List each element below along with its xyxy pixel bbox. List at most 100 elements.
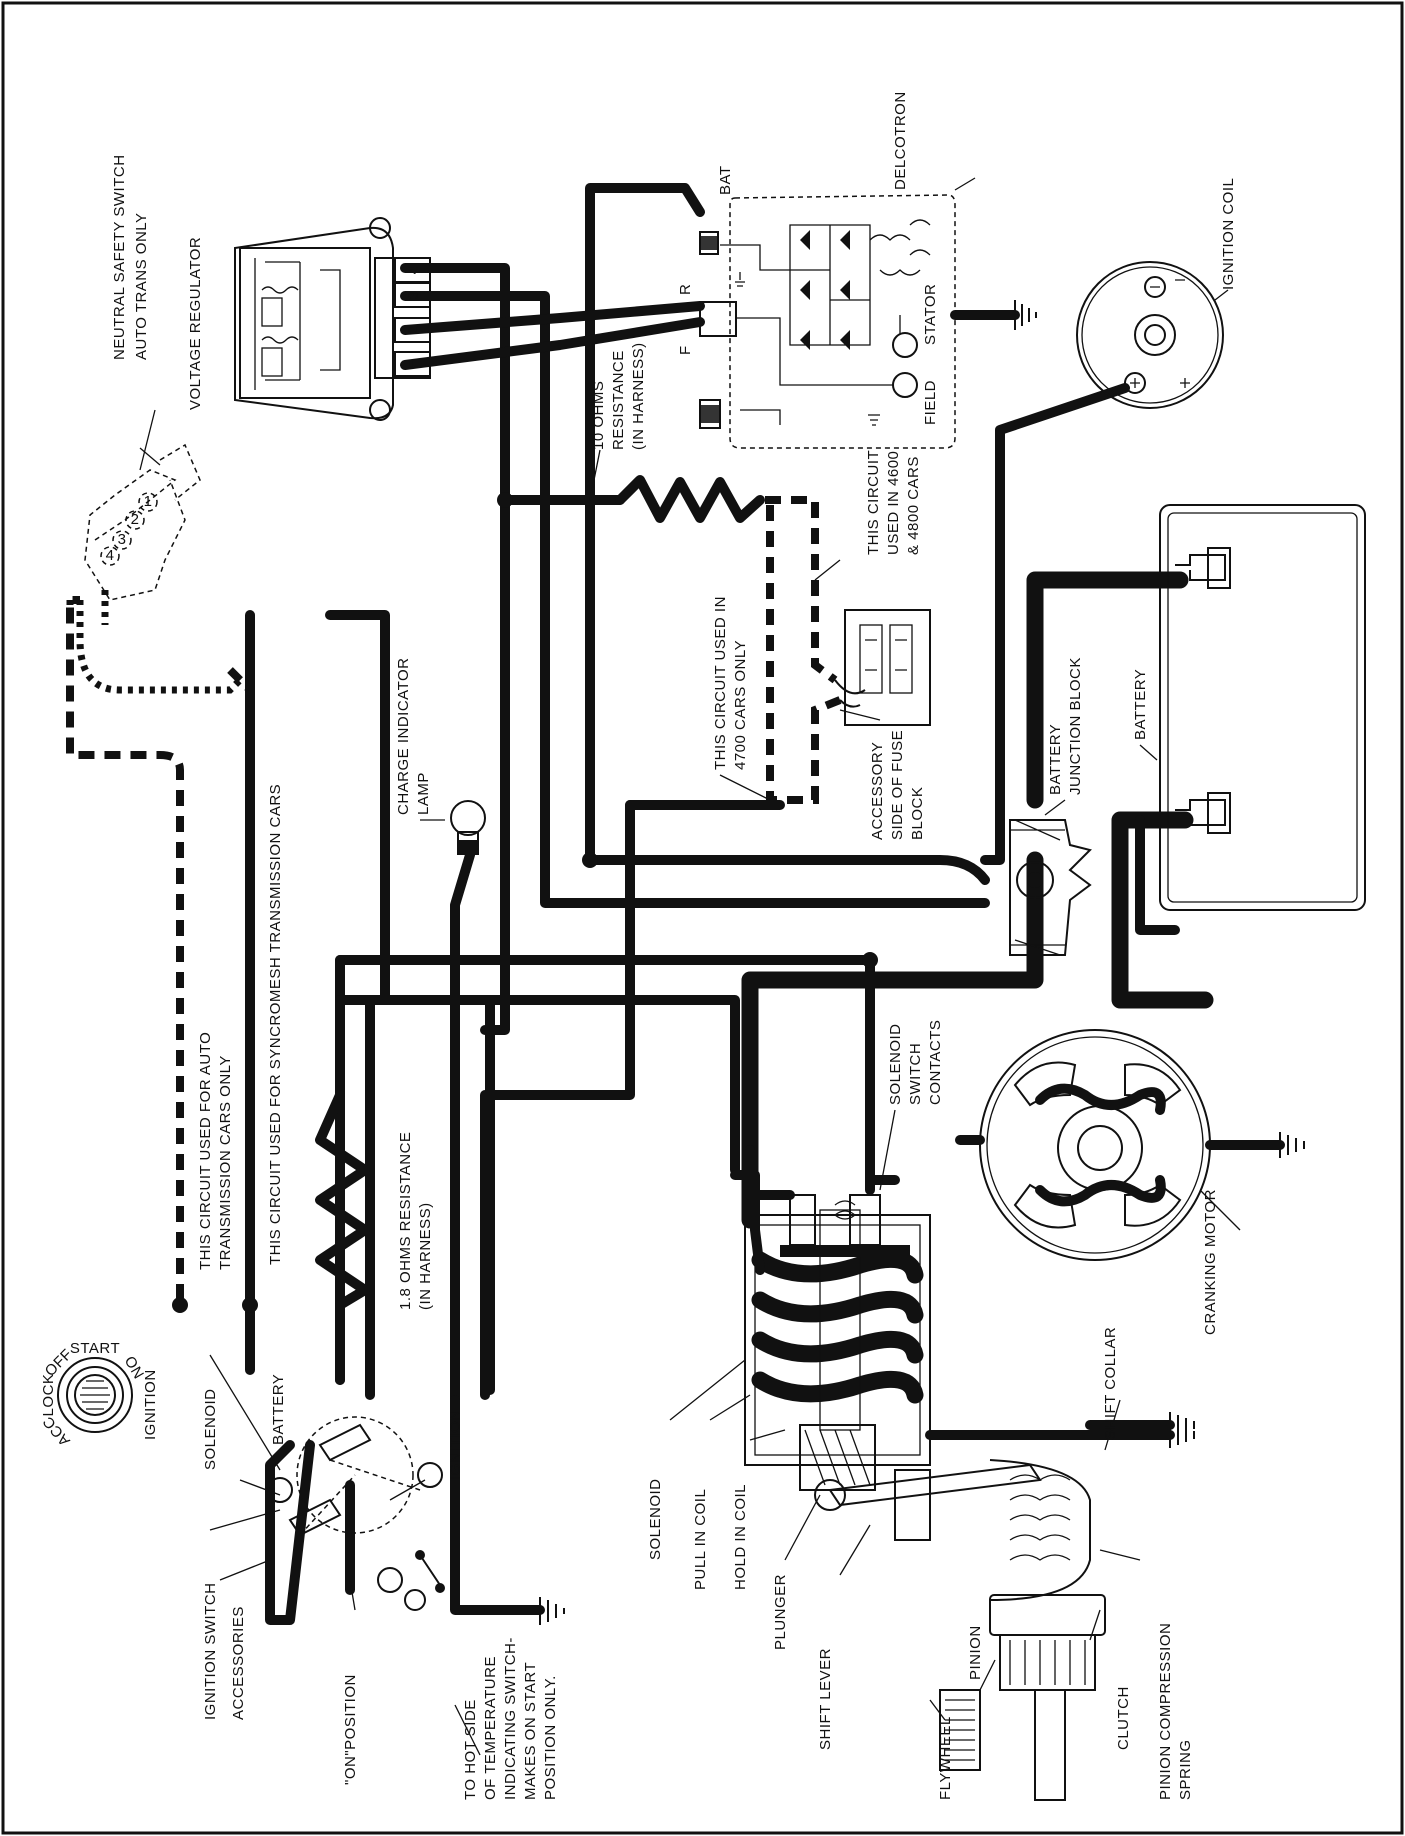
label-hold-in-coil: HOLD IN COIL: [732, 1484, 749, 1590]
battery-cable-to-solenoid: [741, 851, 1044, 1229]
label-solenoid: SOLENOID: [647, 1478, 664, 1560]
reg-terminal-f-label: F: [405, 359, 422, 369]
label-switch-ignition: IGNITION: [447, 1409, 464, 1480]
label-accessory-fuse-line2: SIDE OF FUSE: [889, 730, 906, 840]
ignition-coil: [1076, 261, 1229, 409]
label-neutral-safety-switch: NEUTRAL SAFETY SWITCH: [111, 154, 128, 360]
ignition-dial: START ON OFF LOCK ACC: [39, 1340, 147, 1449]
label-hot-side-line4: MAKES ON START: [522, 1662, 539, 1800]
label-circuit-4700-line1: THIS CIRCUIT USED IN: [712, 596, 729, 770]
label-res10-line1: 10 OHMS: [590, 381, 607, 450]
label-hot-side-line5: POSITION ONLY.: [542, 1675, 559, 1800]
label-syncro-circuit: THIS CIRCUIT USED FOR SYNCROMESH TRANSMI…: [267, 784, 284, 1265]
reg-terminal-f-wire: [400, 317, 705, 370]
label-solenoid-switch-line3: CONTACTS: [927, 1020, 944, 1105]
label-battery-junction-line1: BATTERY: [1047, 724, 1064, 795]
delcotron: [699, 177, 1037, 449]
label-accessory-fuse-line3: BLOCK: [909, 787, 926, 840]
leader-lines: [139, 409, 1241, 1756]
label-ignition-dial: IGNITION: [142, 1369, 159, 1440]
label-pinion-spring-line2: SPRING: [1177, 1739, 1194, 1800]
dial-lock-label: LOCK: [40, 1374, 57, 1417]
label-auto-trans-only: AUTO TRANS ONLY: [133, 212, 150, 360]
splice-dot-bat: [582, 852, 598, 868]
drive-assembly: [814, 1412, 1195, 1801]
bat-wire: [585, 183, 990, 885]
reg-terminal-4-label: 4: [405, 266, 422, 275]
label-hot-side-line1: TO HOT SIDE: [462, 1699, 479, 1800]
label-solenoid-switch-line1: SOLENOID: [887, 1023, 904, 1105]
label-pull-in-coil: PULL IN COIL: [692, 1489, 709, 1590]
reg-terminal-2-label: 2: [405, 326, 422, 335]
label-res18-line1: 1.8 OHMS RESISTANCE: [397, 1132, 414, 1310]
nss-terminal-2-label: 2: [131, 511, 140, 528]
label-res10-line2: RESISTANCE: [610, 350, 627, 450]
charge-lamp-to-switch-wire: [450, 850, 475, 1405]
circuit-4600-wire: [765, 496, 838, 684]
label-delcotron: DELCOTRON: [892, 91, 909, 190]
label-hot-side-line3: INDICATING SWITCH-: [502, 1637, 519, 1800]
battery-junction-block: [1009, 819, 1092, 956]
label-circuit-4600-line3: & 4800 CARS: [905, 456, 922, 555]
accessory-return-wire: [480, 800, 635, 1400]
label-solenoid-switch-line2: SWITCH: [907, 1043, 924, 1105]
battery-positive-cable: [1026, 571, 1189, 809]
label-switch-solenoid: SOLENOID: [202, 1388, 219, 1470]
cranking-motor: [979, 1029, 1305, 1261]
splice-dot-syncro: [242, 1297, 258, 1313]
nss-terminal-1-label: 1: [144, 493, 153, 510]
neutral-switch-lead-wire: [76, 600, 243, 694]
resistor-1-8-ohm: [315, 1090, 370, 1385]
solenoid-s-terminal-lead: [730, 1170, 765, 1275]
label-voltage-regulator: VOLTAGE REGULATOR: [187, 237, 204, 410]
label-ignition-coil: IGNITION COIL: [1220, 178, 1237, 290]
dial-start-label: START: [70, 1340, 120, 1357]
nss-terminal-4-label: 4: [106, 547, 115, 564]
accessories-loop-wire: [265, 1440, 315, 1625]
nss-terminal-3-label: 3: [118, 531, 127, 548]
label-hot-side-line2: OF TEMPERATURE: [482, 1656, 499, 1800]
battery-ground-strap: [1135, 815, 1180, 935]
label-circuit-4700-line2: 4700 CARS ONLY: [732, 640, 749, 770]
pull-in-coil-windings: [751, 1250, 924, 1404]
label-res18-line2: (IN HARNESS): [417, 1202, 434, 1310]
label-shift-lever: SHIFT LEVER: [817, 1648, 834, 1750]
reg-terminal-3-label: 3: [405, 291, 422, 300]
syncromesh-dashed-wire: [227, 667, 254, 1300]
reg-terminal-2-wire: [400, 301, 705, 335]
resistor-10-ohm: [615, 475, 765, 523]
charge-indicator-lamp: [420, 800, 486, 855]
label-accessory-fuse-line1: ACCESSORY: [869, 742, 886, 840]
label-pinion-spring-line1: PINION COMPRESSION: [1157, 1623, 1174, 1800]
battery: [1139, 504, 1366, 911]
label-battery-junction-line2: JUNCTION BLOCK: [1067, 657, 1084, 795]
label-pinion: PINION: [967, 1625, 984, 1680]
label-cranking-motor: CRANKING MOTOR: [1202, 1189, 1219, 1335]
label-clutch: CLUTCH: [1115, 1686, 1132, 1750]
label-charge-lamp-line2: LAMP: [415, 772, 432, 815]
ignition-switch: [267, 1416, 565, 1625]
voltage-regulator: 4 3 2 F: [234, 217, 431, 421]
label-stator: STATOR: [922, 284, 939, 345]
diagram-labels: NEUTRAL SAFETY SWITCH AUTO TRANS ONLY VO…: [111, 91, 1237, 1800]
label-ignition-switch: IGNITION SWITCH: [202, 1583, 219, 1721]
label-circuit-4600-line2: USED IN 4600: [885, 451, 902, 555]
start-output-wire: [450, 1395, 485, 1615]
circuit-4700-wire: [766, 505, 842, 804]
label-on-position: "ON"POSITION: [342, 1674, 359, 1785]
neutral-safety-switch: 4 3 2 1: [84, 443, 201, 601]
splice-dot-res10: [497, 492, 513, 508]
label-charge-lamp-line1: CHARGE INDICATOR: [395, 658, 412, 815]
junction-to-coil-wire: [980, 383, 1130, 865]
label-f: F: [677, 345, 694, 355]
dial-acc-label: ACC: [39, 1413, 73, 1449]
reg-terminal-3-wire: [400, 291, 990, 908]
label-plunger: PLUNGER: [772, 1574, 789, 1650]
label-switch-battery: BATTERY: [270, 1374, 287, 1445]
label-res10-line3: (IN HARNESS): [630, 342, 647, 450]
field-coil-strap: [1035, 1083, 1166, 1207]
ignition-coil-feed-wire: [335, 955, 900, 1185]
label-shift-collar: SHIFT COLLAR: [1102, 1327, 1119, 1440]
